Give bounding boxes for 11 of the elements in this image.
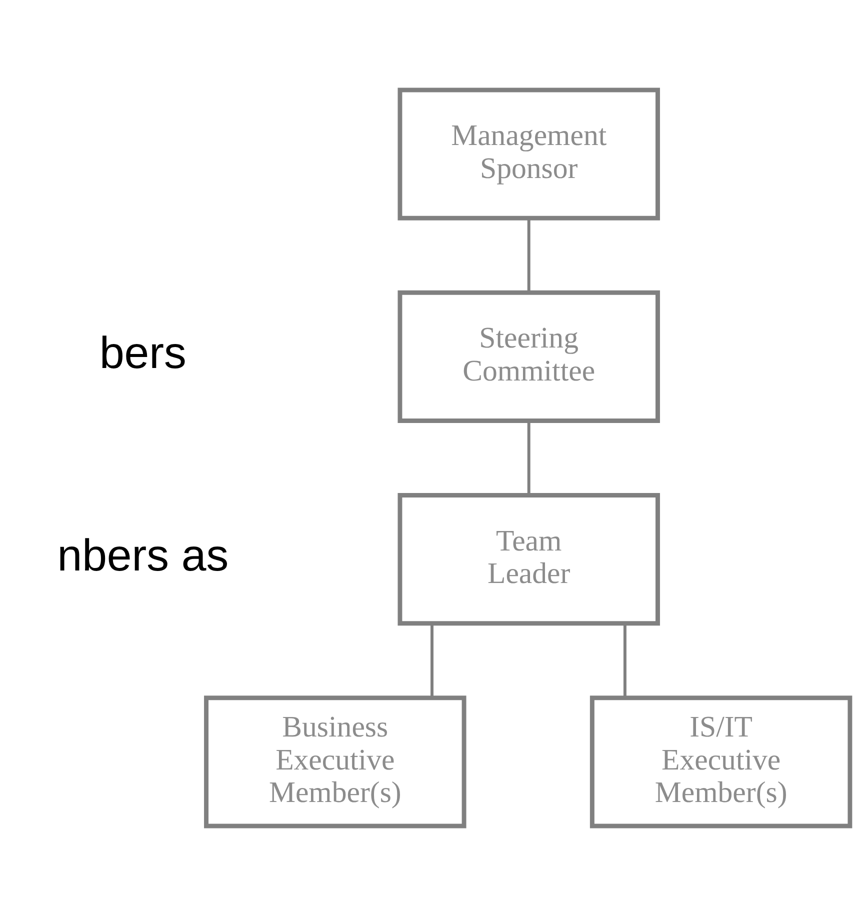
- node-box: IS/IT Executive Member(s): [590, 695, 852, 828]
- label: nbers as: [57, 531, 229, 580]
- connector: [527, 218, 530, 292]
- node-box: Steering Committee: [398, 290, 660, 422]
- label: bers: [99, 328, 186, 378]
- node-box: Team Leader: [398, 492, 660, 626]
- node-box: Management Sponsor: [398, 87, 660, 220]
- connector: [527, 420, 530, 494]
- node-box: Business Executive Member(s): [204, 695, 466, 828]
- connector: [430, 622, 434, 698]
- connector: [623, 622, 626, 698]
